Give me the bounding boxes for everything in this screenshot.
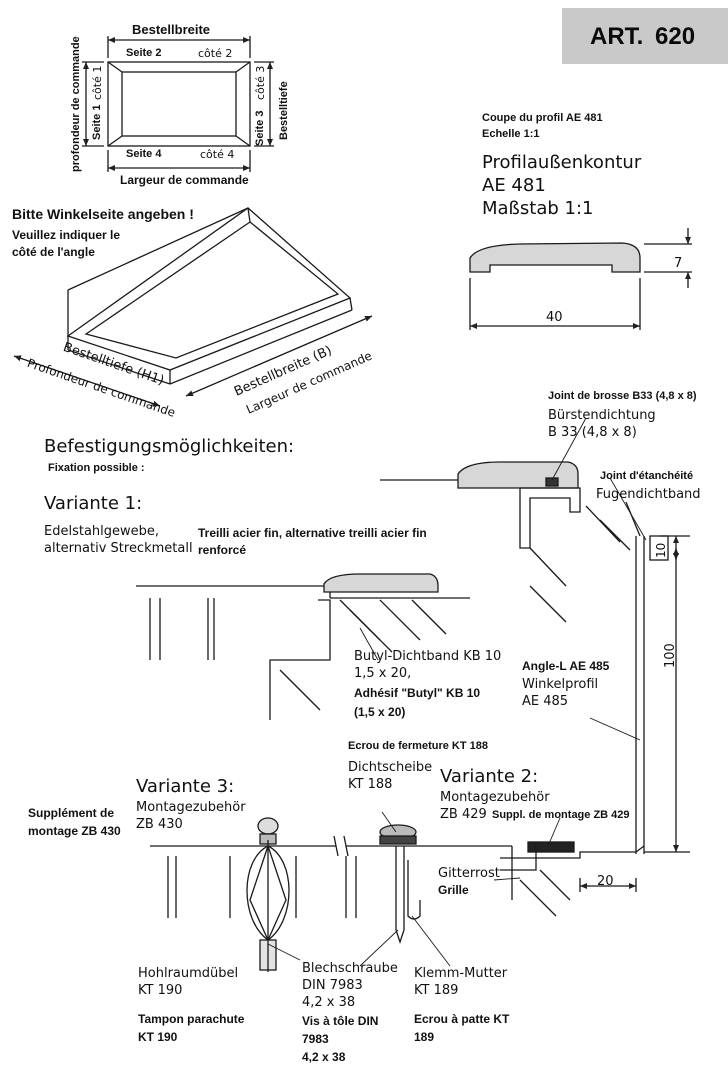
grating-de: Gitterrost <box>438 866 500 881</box>
cote2-label: côté 2 <box>198 47 233 60</box>
sheet-screw-fr-line1: Vis à tôle DIN <box>302 1014 379 1028</box>
closing-nut-fr: Ecrou de fermeture KT 188 <box>348 740 488 752</box>
article-number: 620 <box>655 23 696 50</box>
mesh-fr-line2: renforcé <box>198 543 247 557</box>
upper-profile-assembly <box>380 461 690 854</box>
brush-seal-de-line2: B 33 (4,8 x 8) <box>548 425 637 440</box>
sealing-washer-line2: KT 188 <box>348 777 393 792</box>
variante2-montage: Montagezubehör <box>440 790 550 805</box>
fixation-title-fr: Fixation possible : <box>48 462 145 474</box>
clip-nut-fr-line2: 189 <box>414 1030 435 1044</box>
profile-section-fr-line2: Echelle 1:1 <box>482 128 540 140</box>
angle-note-de: Bitte Winkelseite angeben ! <box>12 206 194 222</box>
butyl-fr-line2: (1,5 x 20) <box>354 705 406 719</box>
sheet-screw-fr-line3: 4,2 x 38 <box>302 1050 346 1064</box>
side3-label: Seite 3 <box>254 110 266 146</box>
sheet-screw-line2: DIN 7983 <box>302 978 363 993</box>
variante3-title: Variante 3: <box>136 776 235 797</box>
side1-label: Seite 1 <box>91 104 103 140</box>
sealing-washer-line1: Dichtscheibe <box>348 760 433 775</box>
cavity-dowel-line1: Hohlraumdübel <box>138 966 239 981</box>
angle-profile-fr: Angle-L AE 485 <box>522 659 610 673</box>
clip-nut-fr-line1: Ecrou à patte KT <box>414 1012 510 1026</box>
sheet-screw-line1: Blechschraube <box>302 961 398 976</box>
profile-title-line2: AE 481 <box>482 175 546 196</box>
variante1-section <box>136 573 470 720</box>
brush-seal-fr: Joint de brosse B33 (4,8 x 8) <box>548 390 697 402</box>
side4-label: Seite 4 <box>126 148 162 160</box>
cavity-dowel-line2: KT 190 <box>138 983 183 998</box>
profile-title-line1: Profilaußenkontur <box>482 152 642 173</box>
cavity-dowel-fr-line1: Tampon parachute <box>138 1012 245 1026</box>
side2-label: Seite 2 <box>126 47 162 59</box>
profile-title-line3: Maßstab 1:1 <box>482 198 594 219</box>
angle-profile-de-line1: Winkelprofil <box>522 677 599 692</box>
clip-nut-line1: Klemm-Mutter <box>414 966 508 981</box>
profile-ae481-section <box>469 228 692 330</box>
mesh-de-line1: Edelstahlgewebe, <box>44 524 160 539</box>
fixation-title-de: Befestigungsmöglichkeiten: <box>44 436 295 457</box>
brush-seal-de-line1: Bürstendichtung <box>548 408 656 423</box>
order-width-fr-label: Largeur de commande <box>120 173 249 187</box>
lower-assembly <box>150 817 645 972</box>
cote1-label: côté 1 <box>91 65 104 100</box>
variante3-supp-fr-line1: Supplément de <box>28 806 115 820</box>
butyl-de-line2: 1,5 x 20, <box>354 666 412 681</box>
mesh-fr-line1: Treilli acier fin, alternative treilli a… <box>198 526 427 540</box>
dim-100: 100 <box>663 643 678 668</box>
butyl-de-line1: Butyl-Dichtband KB 10 <box>354 649 502 664</box>
order-frame-diagram <box>82 36 274 172</box>
grating-fr: Grille <box>438 883 469 897</box>
variante2-zb429: ZB 429 <box>440 807 487 822</box>
profile-width-dim: 40 <box>546 310 563 325</box>
cote4-label: côté 4 <box>200 148 235 161</box>
leader-lines <box>267 417 647 967</box>
variante1-title: Variante 1: <box>44 493 143 514</box>
mesh-de-line2: alternativ Streckmetall <box>44 541 193 556</box>
order-depth-label: Bestelltiefe <box>278 81 290 140</box>
joint-seal-de: Fugendichtband <box>596 487 701 502</box>
butyl-fr-line1: Adhésif "Butyl" KB 10 <box>354 686 481 700</box>
angle-note-fr-line2: côté de l'angle <box>12 245 95 259</box>
variante2-title: Variante 2: <box>440 766 539 787</box>
variante3-zb430: ZB 430 <box>136 817 183 832</box>
dim-20: 20 <box>597 874 614 889</box>
article-badge <box>562 8 728 64</box>
variante3-montage: Montagezubehör <box>136 800 246 815</box>
perspective-frame <box>13 207 373 407</box>
dim-10: 10 <box>654 542 668 558</box>
sheet-screw-fr-line2: 7983 <box>302 1032 329 1046</box>
angle-note-fr-line1: Veuillez indiquer le <box>12 228 121 242</box>
sheet-screw-line3: 4,2 x 38 <box>302 995 356 1010</box>
order-depth-fr-label: profondeur de commande <box>70 36 82 172</box>
joint-seal-fr: Joint d'étanchéité <box>600 470 694 482</box>
clip-nut-line2: KT 189 <box>414 983 459 998</box>
profile-section-fr-line1: Coupe du profil AE 481 <box>482 112 603 124</box>
profile-height-dim: 7 <box>674 256 683 271</box>
article-label: ART. <box>590 23 644 50</box>
cote3-label: côté 3 <box>254 65 267 100</box>
order-width-label: Bestellbreite <box>132 22 211 37</box>
angle-profile-de-line2: AE 485 <box>522 694 569 709</box>
variante3-supp-fr-line2: montage ZB 430 <box>28 824 121 838</box>
variante2-zb429-fr: Suppl. de montage ZB 429 <box>492 809 630 821</box>
cavity-dowel-fr-line2: KT 190 <box>138 1030 178 1044</box>
